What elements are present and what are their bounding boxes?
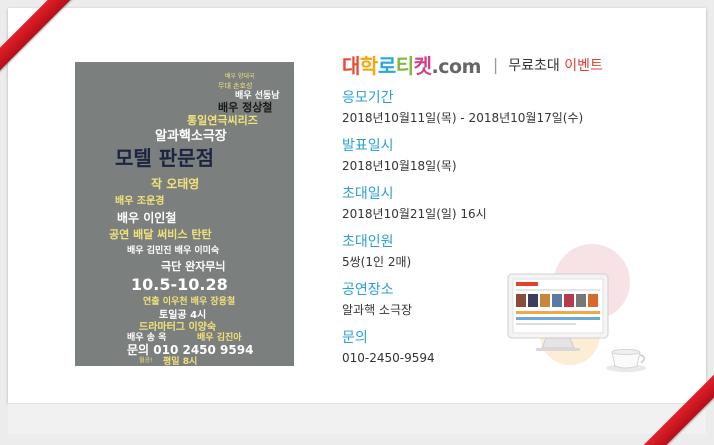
info-value-invite-date: 2018년10월21일(일) 16시	[342, 207, 487, 221]
poster-line: 문의 010 2450 9594	[127, 342, 253, 357]
headline-prefix: 무료초대	[508, 57, 565, 74]
info-label-invite-date: 초대일시	[342, 186, 394, 202]
site-logo[interactable]: 대학로티켓.com	[342, 50, 481, 79]
poster-line: 배우 정상철	[218, 100, 272, 114]
logo-char: 학	[359, 54, 378, 78]
logo-char: 대	[342, 54, 360, 78]
poster-line: 배우 양대국	[225, 72, 255, 80]
headline-highlight: 이벤트	[564, 57, 603, 74]
poster-line: 드라마터그 이양숙	[139, 320, 216, 333]
poster-line: 배우 이인철	[117, 210, 176, 225]
poster-line: 통일연극씨리즈	[187, 113, 258, 127]
info-value-invite-count: 5쌍(1인 2매)	[342, 255, 412, 269]
poster-typography: 배우 양대국 무대 손호성 배우 선동남 배우 정상철 통일연극씨리즈 알과핵소…	[109, 72, 280, 366]
poster-line: 공연 배달 써비스 탄탄	[109, 227, 212, 241]
info-value-venue: 알과핵 소극장	[342, 303, 413, 317]
logo-char: 티	[395, 54, 414, 78]
info-value-announcement: 2018년10월18일(목)	[342, 159, 457, 173]
event-poster: 배우 양대국 무대 손호성 배우 선동남 배우 정상철 통일연극씨리즈 알과핵소…	[75, 62, 294, 366]
info-value-entry-period: 2018년10월11일(목) - 2018년10월17일(수)	[342, 111, 584, 125]
info-label-invite-count: 초대인원	[342, 234, 394, 250]
footer-band	[8, 403, 706, 434]
event-info-list: 응모기간 2018년10월11일(목) - 2018년10월17일(수) 발표일…	[342, 88, 662, 376]
poster-line: 알과핵소극장	[155, 128, 227, 144]
poster-line: 10.5-10.28	[131, 275, 228, 294]
poster-line: 월공!	[139, 356, 152, 364]
poster-line: 배우 송 옥	[127, 331, 166, 343]
header: 대학로티켓.com | 무료초대 이벤트	[342, 50, 603, 79]
poster-line: 배우 김진아	[197, 331, 242, 343]
poster-line: 배우 조운경	[115, 194, 164, 207]
poster-line: 작 오태영	[151, 176, 199, 191]
poster-line: 무대 손호성	[218, 81, 252, 90]
poster-line: 배우 선동남	[235, 89, 280, 101]
poster-line: 모텔 판문점	[115, 146, 214, 170]
logo-char: 로	[377, 54, 396, 78]
header-divider: |	[492, 55, 499, 74]
poster-line: 배우 김민진 배우 이미숙	[127, 244, 219, 256]
info-label-venue: 공연장소	[342, 282, 394, 298]
info-label-contact: 문의	[342, 330, 368, 346]
info-label-announcement: 발표일시	[342, 138, 394, 154]
poster-line: 토일공 4시	[159, 308, 206, 321]
decorative-monitor-illustration	[500, 240, 700, 384]
event-headline: 무료초대 이벤트	[508, 55, 603, 75]
poster-line: 평일 8시	[163, 355, 197, 366]
poster-line: 극단 완자무늬	[161, 259, 226, 273]
logo-char: 켓	[413, 54, 432, 78]
poster-line: 연출 이우천 배우 장용철	[143, 295, 235, 307]
info-value-contact: 010-2450-9594	[342, 351, 435, 365]
info-label-entry-period: 응모기간	[342, 90, 394, 106]
logo-suffix: .com	[431, 56, 482, 78]
